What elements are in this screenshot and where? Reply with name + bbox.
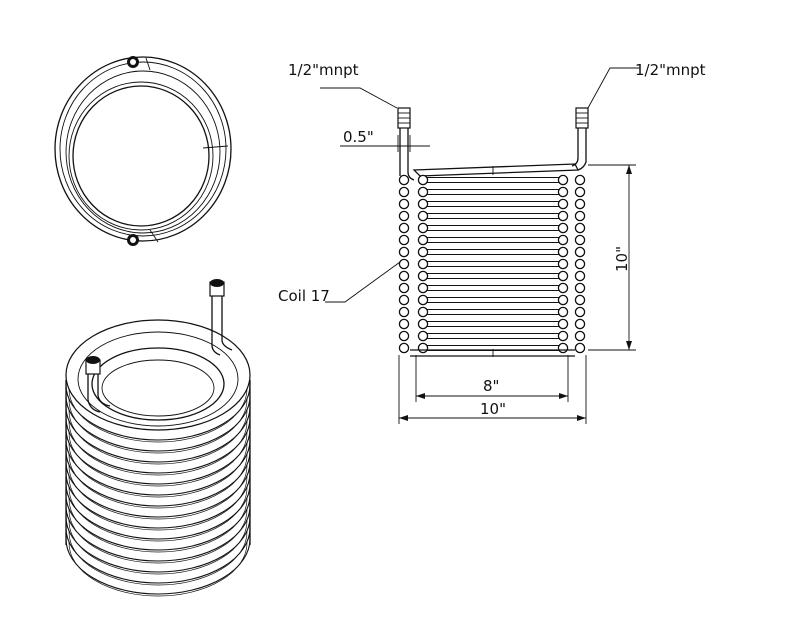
top-view [54,56,232,246]
dimensions: 0.5" 1/2"mnpt 1/2"mnpt Coil 17 10" 8" 10… [278,61,706,424]
front-view [397,107,589,357]
coil-turn [398,294,586,306]
inner-width-label: 8" [483,377,499,395]
left-fitting [397,107,415,181]
coil-turn [398,306,586,318]
coil-turn [398,342,586,354]
height-label: 10" [613,246,631,272]
coil-turn [398,174,586,186]
tube-offset-label: 0.5" [343,128,374,146]
coil-turn [398,246,586,258]
coil-turn [398,282,586,294]
coil-name-label: Coil 17 [278,287,330,305]
coil-turn [398,186,586,198]
outer-width-label: 10" [480,400,506,418]
coil-turn [398,270,586,282]
coil-turn [398,222,586,234]
left-inlet-label: 1/2"mnpt [288,61,359,79]
coil-turn [398,318,586,330]
coil-turn [398,210,586,222]
coil-turn [398,198,586,210]
isometric-view [65,279,251,597]
coil-turn [398,234,586,246]
coil-turn [398,330,586,342]
right-inlet-label: 1/2"mnpt [635,61,706,79]
right-fitting [571,107,589,171]
coil-turn [398,258,586,270]
